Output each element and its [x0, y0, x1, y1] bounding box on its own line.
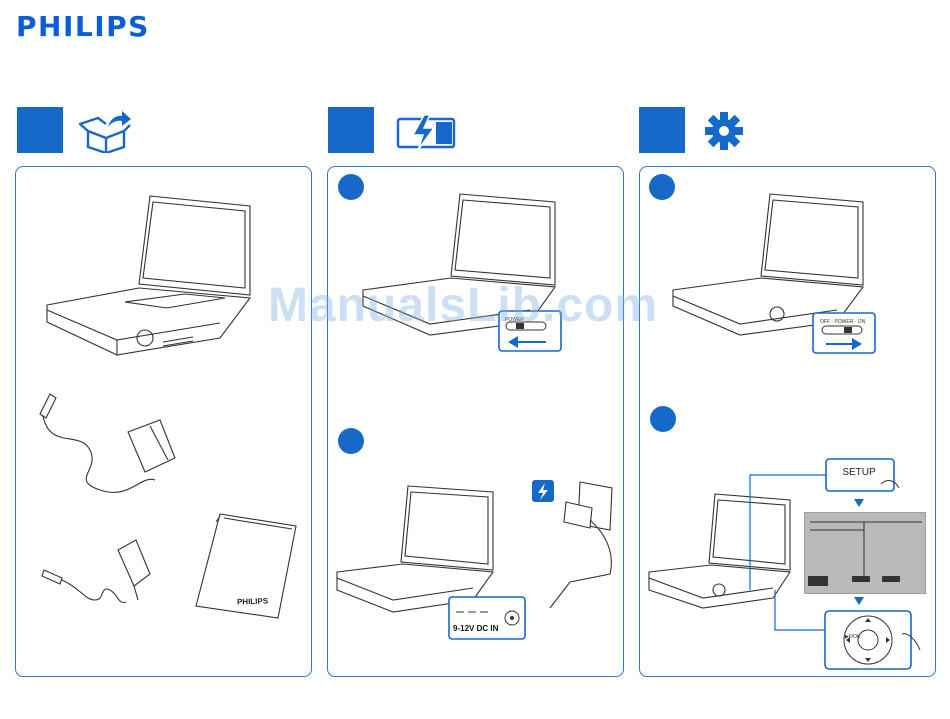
dc-in-label: 9-12V DC IN [453, 624, 498, 633]
step-marker-setup-2 [650, 406, 676, 432]
dc-in-inset [448, 596, 526, 640]
section-1-marker [17, 107, 63, 153]
step-marker-power-2 [338, 428, 364, 454]
watermark: ManualsLib.com [268, 278, 658, 333]
manual-brand-label: PHILIPS [237, 596, 268, 606]
ac-adapter-illustration [30, 380, 190, 510]
setup-button-label: SETUP [830, 467, 888, 478]
car-adapter-illustration [40, 530, 170, 620]
section-2-marker [328, 107, 374, 153]
navigation-pad-inset [824, 610, 924, 672]
gear-icon [704, 111, 744, 151]
dvd-player-illustration [45, 190, 265, 360]
box-unpack-icon [78, 107, 134, 153]
philips-logo: PHILIPS [16, 10, 150, 43]
section-3-marker [639, 107, 685, 153]
power-on-switch-label: OFF · POWER · ON [820, 319, 865, 325]
arrow-down-icon [852, 497, 866, 509]
ok-button-label: ▶II/OK [845, 634, 860, 640]
setup-menu-screen [804, 512, 926, 594]
battery-charging-icon [396, 113, 460, 151]
arrow-down-icon-2 [852, 595, 866, 607]
wall-socket-illustration [530, 478, 620, 658]
